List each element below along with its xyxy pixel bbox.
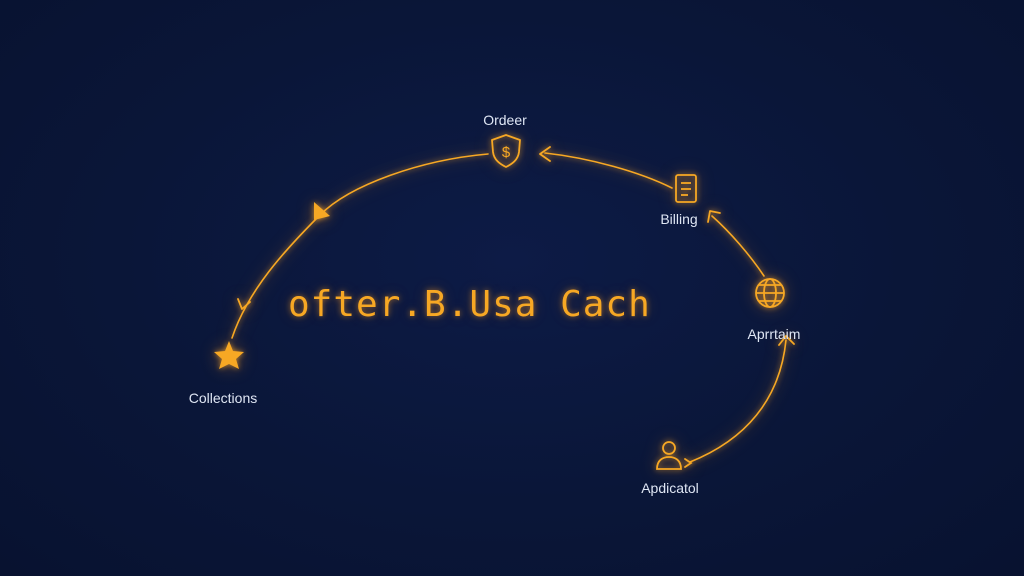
arrowhead-collections bbox=[237, 298, 251, 310]
node-label-collections: Collections bbox=[188, 390, 258, 406]
node-label-apdicatol: Apdicatol bbox=[641, 480, 699, 496]
connector-apdicatol-to-aprrtaim bbox=[689, 339, 787, 463]
document-icon bbox=[675, 174, 697, 203]
dollar-shield-icon: $ bbox=[491, 134, 521, 168]
arrowhead-aprrtaim bbox=[778, 335, 795, 346]
center-title: ofter.B.Usa Cach bbox=[288, 284, 651, 325]
node-label-order: Ordeer bbox=[483, 112, 527, 128]
connector-aprrtaim-to-billing bbox=[711, 215, 765, 277]
connector-billing-to-order bbox=[544, 152, 673, 189]
triangle-marker-icon bbox=[314, 202, 330, 220]
arrowhead-billing bbox=[707, 210, 721, 223]
svg-text:$: $ bbox=[502, 144, 511, 161]
star-icon bbox=[214, 341, 244, 369]
arrowhead-order bbox=[539, 146, 551, 162]
node-label-billing: Billing bbox=[660, 211, 698, 227]
user-icon bbox=[656, 441, 693, 470]
globe-icon bbox=[755, 278, 785, 308]
node-label-aprrtaim: Aprrtaim bbox=[747, 326, 801, 342]
